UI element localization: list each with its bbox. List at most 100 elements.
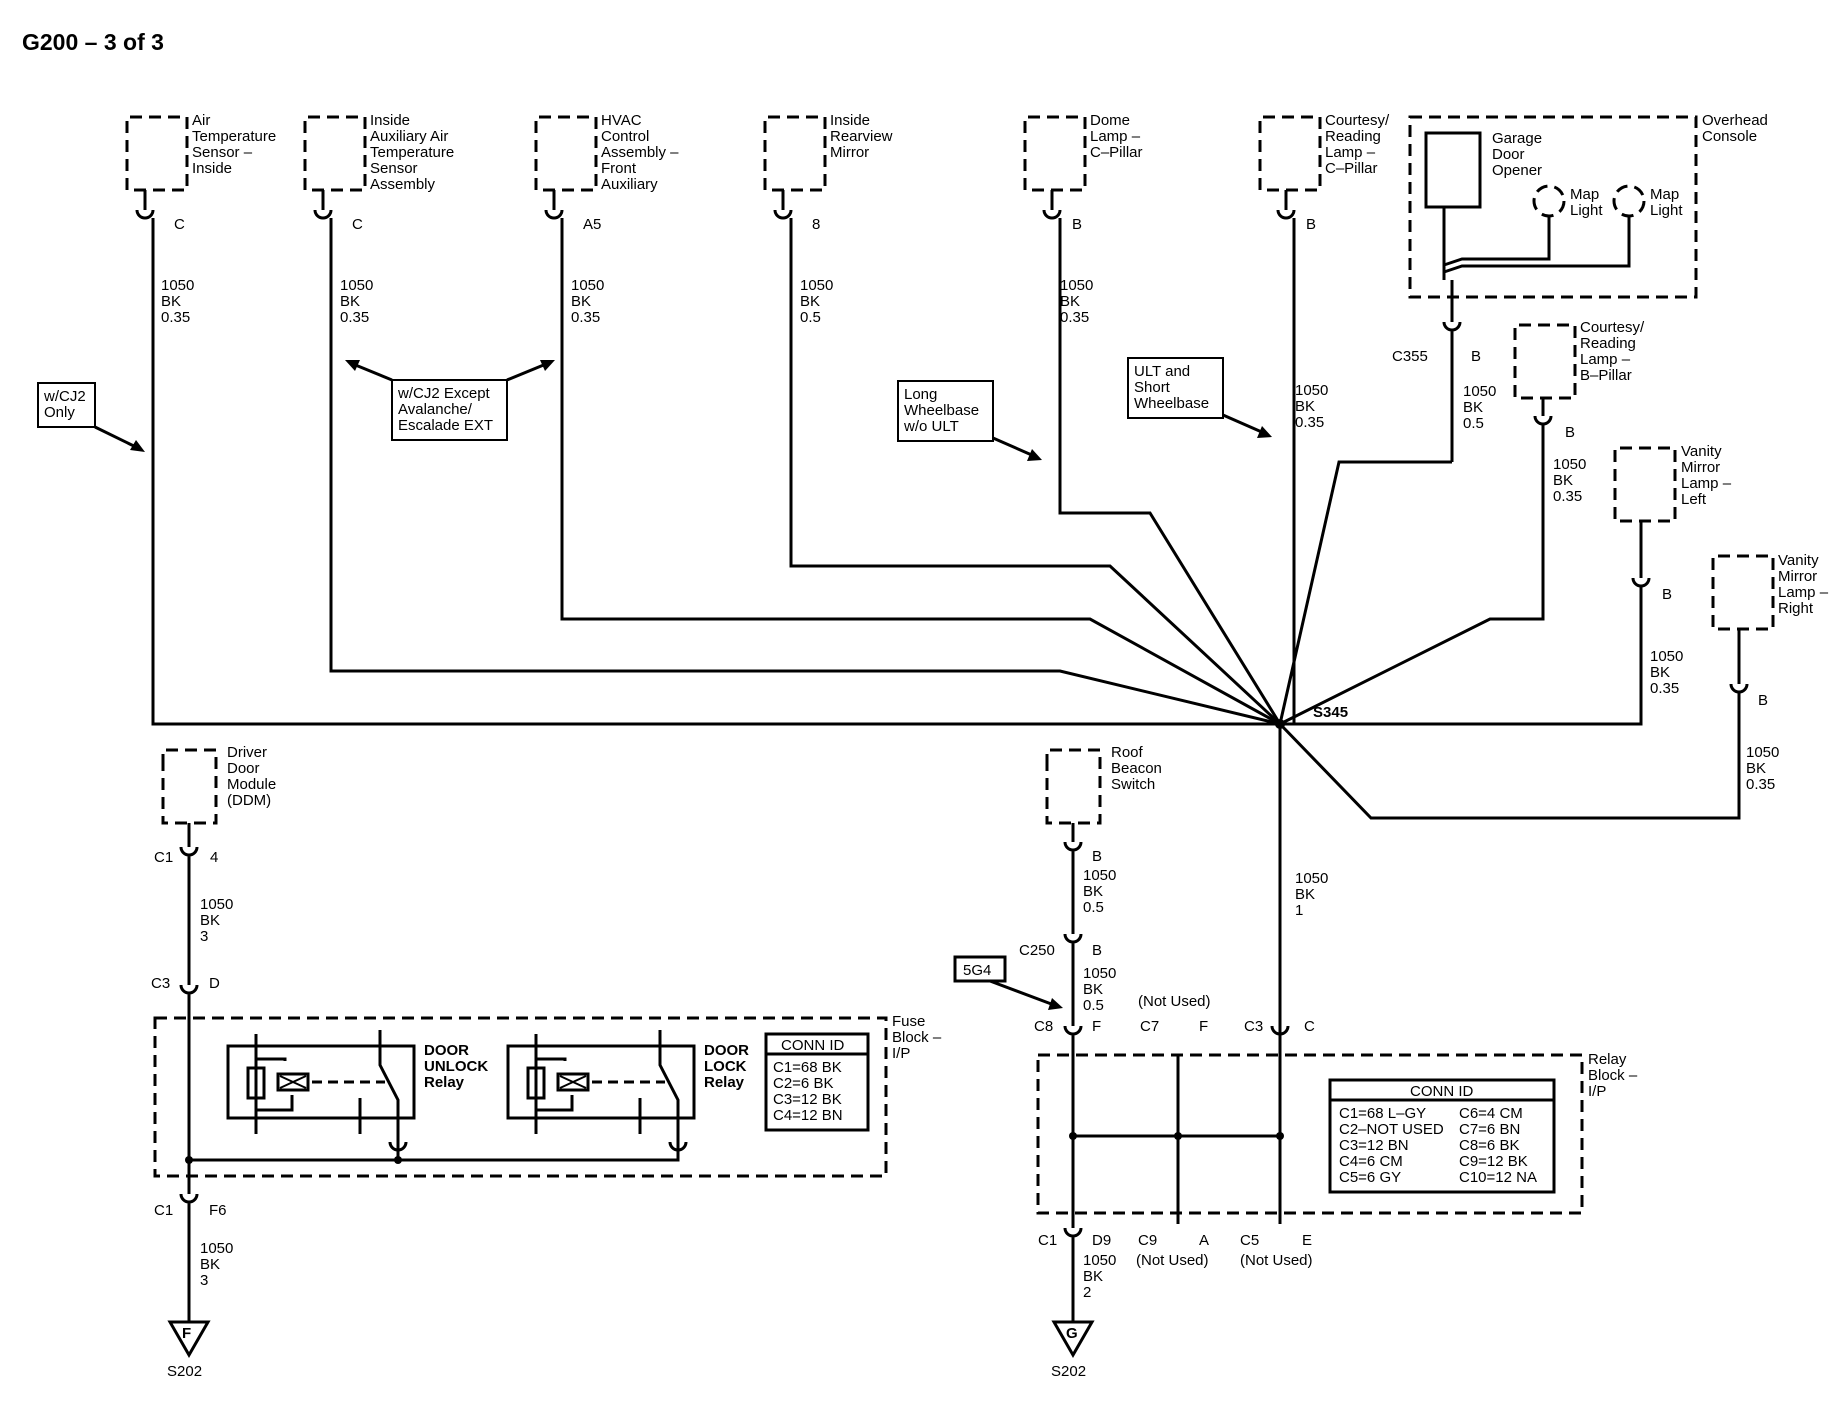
svg-text:Relay: Relay bbox=[704, 1074, 745, 1091]
svg-text:Rearview: Rearview bbox=[830, 128, 893, 145]
connector-pin bbox=[1276, 190, 1296, 220]
svg-text:C5=6 GY: C5=6 GY bbox=[1339, 1169, 1401, 1186]
svg-text:Lamp –: Lamp – bbox=[1778, 584, 1829, 601]
svg-text:Module: Module bbox=[227, 776, 276, 793]
svg-text:C7=6 BN: C7=6 BN bbox=[1459, 1121, 1520, 1138]
svg-text:Wheelbase: Wheelbase bbox=[904, 402, 979, 419]
not-used-label: (Not Used) bbox=[1136, 1252, 1209, 1269]
svg-text:Control: Control bbox=[601, 128, 649, 145]
connector-c1-bottom: C1 bbox=[154, 1202, 173, 1219]
wire-label: 1050 BK 0.35 bbox=[571, 277, 604, 326]
connector-c8: C8 bbox=[1034, 1018, 1053, 1035]
ddm-ground-wire bbox=[179, 1176, 199, 1322]
connector-pin bbox=[544, 190, 564, 220]
svg-text:Lamp –: Lamp – bbox=[1090, 128, 1141, 145]
svg-text:BK: BK bbox=[1746, 760, 1766, 777]
svg-text:1050: 1050 bbox=[200, 896, 233, 913]
svg-text:Map: Map bbox=[1570, 186, 1599, 203]
diagram-title: G200 – 3 of 3 bbox=[22, 29, 164, 55]
svg-text:0.35: 0.35 bbox=[161, 309, 190, 326]
pin-label: F bbox=[1092, 1018, 1101, 1035]
svg-text:Inside: Inside bbox=[192, 160, 232, 177]
connector-c250: C250 bbox=[1019, 942, 1055, 959]
svg-text:Roof: Roof bbox=[1111, 744, 1144, 761]
svg-text:F: F bbox=[182, 1325, 191, 1342]
component-vanity-mirror-right: Vanity Mirror Lamp – Right bbox=[1711, 552, 1829, 631]
svg-text:I/P: I/P bbox=[892, 1045, 910, 1062]
overhead-console: Overhead Console Garage Door Opener Map … bbox=[1408, 112, 1768, 299]
svg-text:C9=12 BK: C9=12 BK bbox=[1459, 1153, 1528, 1170]
svg-text:0.5: 0.5 bbox=[1083, 899, 1104, 916]
note-long-wheelbase: Long Wheelbase w/o ULT bbox=[897, 380, 1042, 461]
svg-text:2: 2 bbox=[1083, 1284, 1091, 1301]
svg-text:Long: Long bbox=[904, 386, 937, 403]
svg-text:UNLOCK: UNLOCK bbox=[424, 1058, 488, 1075]
svg-text:0.35: 0.35 bbox=[1553, 488, 1582, 505]
svg-text:Courtesy/: Courtesy/ bbox=[1325, 112, 1390, 129]
connector-c7: C7 bbox=[1140, 1018, 1159, 1035]
connector-pin bbox=[1270, 1025, 1290, 1036]
svg-text:C2=6 BK: C2=6 BK bbox=[773, 1075, 833, 1092]
svg-text:BK: BK bbox=[800, 293, 820, 310]
svg-text:BK: BK bbox=[1295, 886, 1315, 903]
svg-text:BK: BK bbox=[340, 293, 360, 310]
svg-text:Temperature: Temperature bbox=[370, 144, 454, 161]
component-inside-rearview-mirror: Inside Rearview Mirror bbox=[763, 112, 893, 192]
svg-text:0.35: 0.35 bbox=[1650, 680, 1679, 697]
svg-text:BK: BK bbox=[200, 1256, 220, 1273]
svg-text:Temperature: Temperature bbox=[192, 128, 276, 145]
pin-label: B bbox=[1662, 586, 1672, 603]
svg-text:HVAC: HVAC bbox=[601, 112, 642, 129]
pin-label: A5 bbox=[583, 216, 601, 233]
svg-text:1050: 1050 bbox=[1060, 277, 1093, 294]
svg-text:Light: Light bbox=[1570, 202, 1603, 219]
svg-text:Vanity: Vanity bbox=[1681, 443, 1722, 460]
wire-label: 1050 BK 3 bbox=[200, 1240, 233, 1289]
connector-pin bbox=[1729, 629, 1749, 694]
pin-label: 8 bbox=[812, 216, 820, 233]
svg-text:0.5: 0.5 bbox=[1463, 415, 1484, 432]
pin-label: B bbox=[1471, 348, 1481, 365]
not-used-label: (Not Used) bbox=[1138, 993, 1211, 1010]
connector-pin bbox=[773, 190, 793, 220]
pin-label: B bbox=[1306, 216, 1316, 233]
svg-text:0.5: 0.5 bbox=[800, 309, 821, 326]
svg-text:DOOR: DOOR bbox=[704, 1042, 749, 1059]
svg-text:1050: 1050 bbox=[200, 1240, 233, 1257]
svg-text:Sensor: Sensor bbox=[370, 160, 418, 177]
pin-label: D9 bbox=[1092, 1232, 1111, 1249]
relay-ground-wire bbox=[1063, 1213, 1083, 1322]
svg-text:Lamp –: Lamp – bbox=[1681, 475, 1732, 492]
component-courtesy-lamp-c-pillar: Courtesy/ Reading Lamp – C–Pillar bbox=[1258, 112, 1390, 192]
svg-text:BK: BK bbox=[1295, 398, 1315, 415]
svg-text:Right: Right bbox=[1778, 600, 1814, 617]
svg-text:BK: BK bbox=[1463, 399, 1483, 416]
svg-text:BK: BK bbox=[1553, 472, 1573, 489]
svg-text:Dome: Dome bbox=[1090, 112, 1130, 129]
svg-text:BK: BK bbox=[1650, 664, 1670, 681]
wire-label: 1050 BK 0.5 bbox=[1083, 965, 1116, 1014]
svg-text:DOOR: DOOR bbox=[424, 1042, 469, 1059]
svg-text:Short: Short bbox=[1134, 379, 1171, 396]
svg-text:C4=12 BN: C4=12 BN bbox=[773, 1107, 843, 1124]
svg-text:w/CJ2 Except: w/CJ2 Except bbox=[397, 385, 491, 402]
ddm-wire bbox=[179, 823, 199, 1018]
note-5g4: 5G4 bbox=[953, 955, 1063, 1010]
roof-beacon-wire bbox=[1063, 823, 1083, 1055]
svg-text:1050: 1050 bbox=[1083, 965, 1116, 982]
svg-text:Fuse: Fuse bbox=[892, 1013, 925, 1030]
svg-text:Reading: Reading bbox=[1325, 128, 1381, 145]
svg-text:C8=6 BK: C8=6 BK bbox=[1459, 1137, 1519, 1154]
svg-text:Reading: Reading bbox=[1580, 335, 1636, 352]
svg-text:BK: BK bbox=[571, 293, 591, 310]
connector-c1: C1 bbox=[1038, 1232, 1057, 1249]
svg-text:C1=68 L–GY: C1=68 L–GY bbox=[1339, 1105, 1426, 1122]
svg-text:C2–NOT USED: C2–NOT USED bbox=[1339, 1121, 1444, 1138]
svg-text:Inside: Inside bbox=[370, 112, 410, 129]
not-used-label: (Not Used) bbox=[1240, 1252, 1313, 1269]
svg-text:Lamp –: Lamp – bbox=[1580, 351, 1631, 368]
svg-text:Courtesy/: Courtesy/ bbox=[1580, 319, 1645, 336]
svg-text:Map: Map bbox=[1650, 186, 1679, 203]
wire-label: 1050 BK 3 bbox=[200, 896, 233, 945]
relay-block-conn-id: CONN ID C1=68 L–GY C2–NOT USED C3=12 BN … bbox=[1328, 1078, 1556, 1194]
